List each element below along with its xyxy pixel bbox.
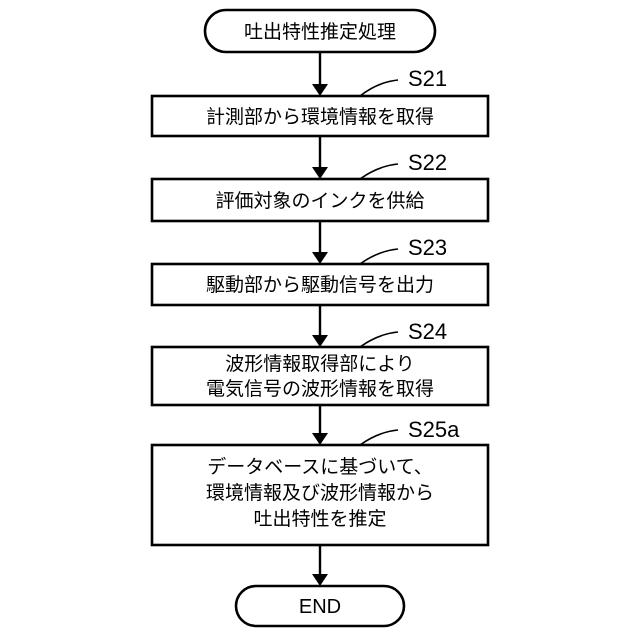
label-leader	[360, 164, 398, 179]
label-leader	[360, 430, 398, 445]
step-label: S22	[408, 150, 447, 175]
label-leader	[360, 332, 398, 347]
step-text-line: 駆動部から駆動信号を出力	[206, 274, 434, 296]
start-text: 吐出特性推定処理	[244, 21, 396, 43]
step-text-line: 吐出特性を推定	[253, 508, 386, 530]
step-label: S21	[408, 66, 447, 91]
step-label: S24	[408, 319, 447, 344]
arrowhead	[312, 84, 328, 96]
arrowhead	[312, 574, 328, 586]
step-text-line: 電気信号の波形情報を取得	[206, 378, 434, 400]
arrowhead	[312, 167, 328, 179]
step-text-line: 評価対象のインクを供給	[215, 190, 424, 212]
label-leader	[360, 80, 398, 96]
step-text-line: 環境情報及び波形情報から	[206, 482, 434, 504]
step-text-line: 計測部から環境情報を取得	[206, 106, 434, 128]
step-text-line: データベースに基づいて、	[207, 456, 433, 478]
step-text-line: 波形情報取得部により	[225, 353, 415, 375]
arrowhead	[312, 335, 328, 347]
step-label: S23	[408, 235, 447, 260]
end-text: END	[299, 596, 341, 618]
label-leader	[360, 249, 398, 264]
arrowhead	[312, 252, 328, 264]
step-label: S25a	[408, 417, 460, 442]
end-terminator: END	[236, 586, 404, 626]
start-terminator: 吐出特性推定処理	[205, 10, 435, 52]
arrowhead	[312, 433, 328, 445]
